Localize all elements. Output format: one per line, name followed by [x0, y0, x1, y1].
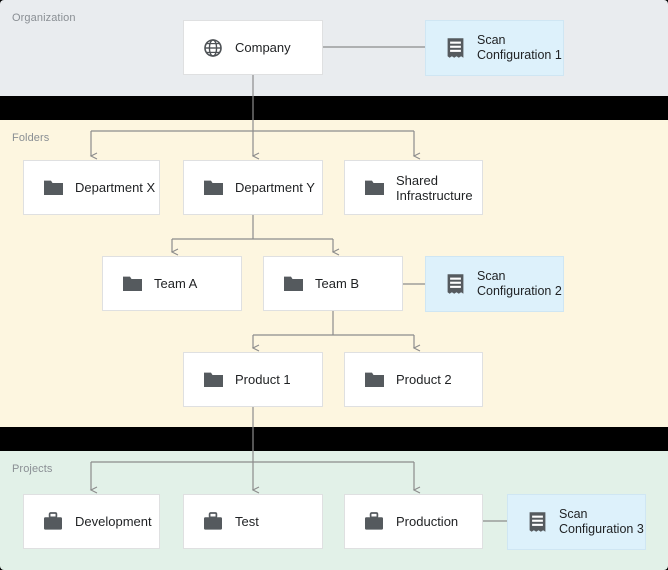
briefcase-icon: [363, 511, 385, 533]
node-label-scan1: Scan Configuration 1: [477, 33, 562, 62]
node-scan2[interactable]: Scan Configuration 2: [425, 256, 564, 312]
node-label-production: Production: [396, 514, 459, 529]
folder-icon: [363, 369, 385, 391]
folder-icon: [202, 177, 224, 199]
node-label-test: Test: [235, 514, 259, 529]
node-teamB[interactable]: Team B: [263, 256, 403, 311]
band-label-folders: Folders: [12, 132, 50, 144]
band-organization: Organization: [0, 0, 668, 96]
node-production[interactable]: Production: [344, 494, 483, 549]
folder-icon: [121, 273, 143, 295]
node-departmentX[interactable]: Department X: [23, 160, 160, 215]
briefcase-icon: [42, 511, 64, 533]
node-development[interactable]: Development: [23, 494, 160, 549]
node-label-teamA: Team A: [154, 276, 198, 291]
node-sharedInfra[interactable]: Shared Infrastructure: [344, 160, 483, 215]
node-label-departmentX: Department X: [75, 180, 156, 195]
briefcase-icon: [202, 511, 224, 533]
node-scan1[interactable]: Scan Configuration 1: [425, 20, 564, 76]
node-label-sharedInfra: Shared Infrastructure: [396, 172, 473, 203]
node-label-product1: Product 1: [235, 372, 291, 387]
node-company[interactable]: Company: [183, 20, 323, 75]
node-scan3[interactable]: Scan Configuration 3: [507, 494, 646, 550]
node-test[interactable]: Test: [183, 494, 323, 549]
globe-icon: [202, 37, 224, 59]
node-teamA[interactable]: Team A: [102, 256, 242, 311]
node-label-scan2: Scan Configuration 2: [477, 269, 562, 298]
receipt-icon: [526, 511, 548, 533]
receipt-icon: [444, 273, 466, 295]
folder-icon: [363, 177, 385, 199]
receipt-icon: [444, 37, 466, 59]
folder-icon: [42, 177, 64, 199]
node-label-departmentY: Department Y: [235, 180, 315, 195]
band-label-projects: Projects: [12, 463, 53, 475]
node-label-company: Company: [235, 40, 291, 55]
folder-icon: [202, 369, 224, 391]
folder-icon: [282, 273, 304, 295]
node-product2[interactable]: Product 2: [344, 352, 483, 407]
node-departmentY[interactable]: Department Y: [183, 160, 323, 215]
node-product1[interactable]: Product 1: [183, 352, 323, 407]
node-label-teamB: Team B: [315, 276, 360, 291]
band-label-organization: Organization: [12, 12, 76, 24]
node-label-product2: Product 2: [396, 372, 452, 387]
node-label-development: Development: [75, 514, 152, 529]
node-label-scan3: Scan Configuration 3: [559, 507, 644, 536]
